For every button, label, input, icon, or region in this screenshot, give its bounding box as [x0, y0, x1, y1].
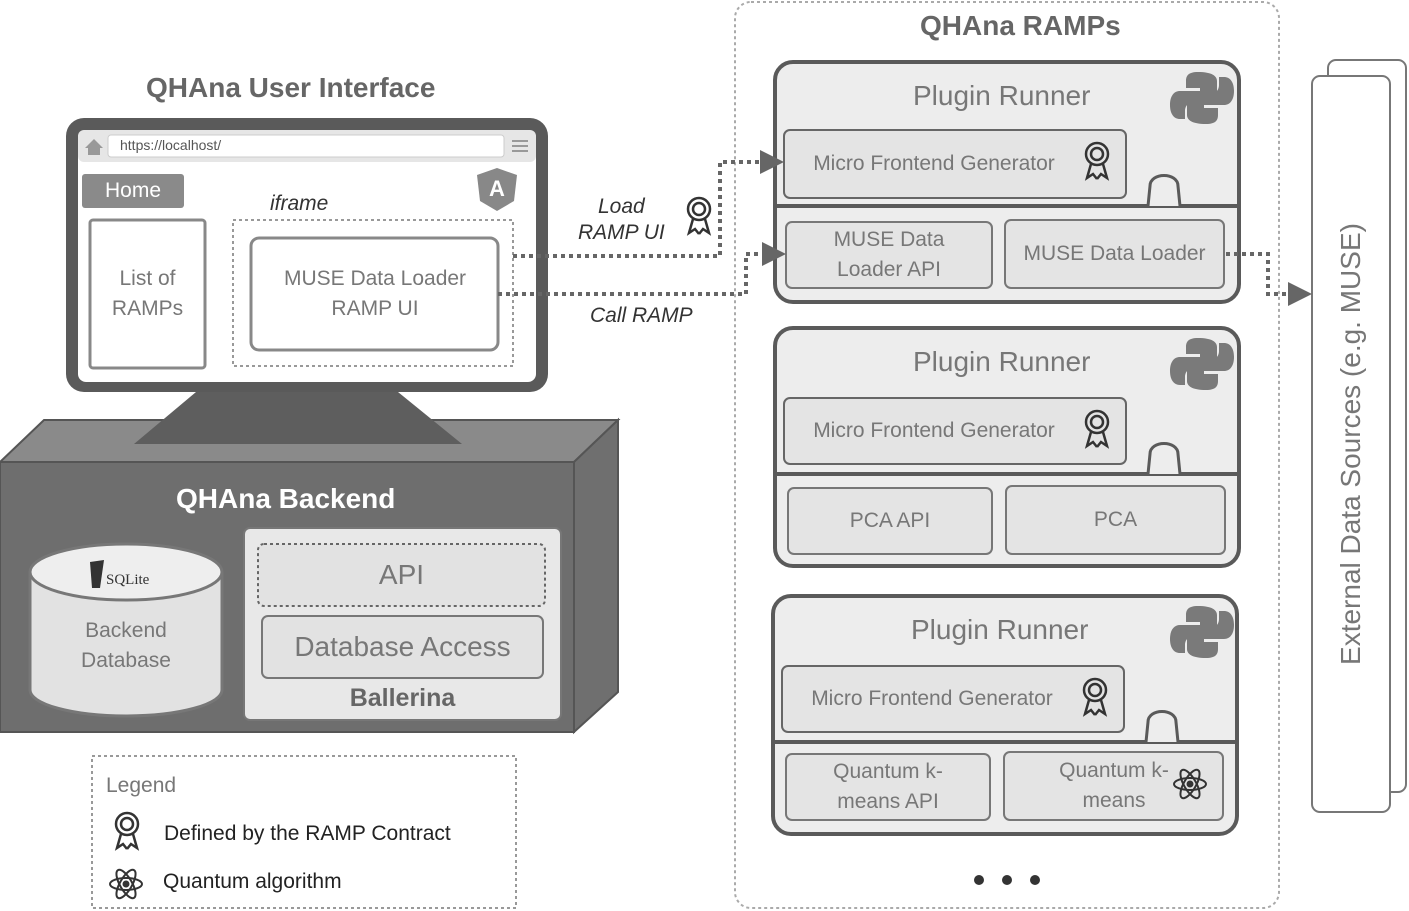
- runner-api: Quantum k-means API: [833, 760, 943, 813]
- ellipsis-dot: [974, 875, 984, 885]
- python-icon-1: [1170, 72, 1234, 124]
- api-box: API: [378, 559, 425, 590]
- ballerina-logo: Ballerina: [349, 683, 456, 712]
- database-top: [28, 542, 224, 602]
- ramp-ui-label: RAMP UI: [578, 221, 665, 244]
- python-icon-2: [1170, 338, 1234, 390]
- backend-side-face: [573, 417, 619, 735]
- home-button[interactable]: Home: [104, 179, 162, 202]
- url-field[interactable]: https://localhost/: [120, 137, 222, 153]
- runner-impl: MUSE Data Loader: [1023, 242, 1206, 265]
- home-icon: [85, 139, 103, 148]
- ribbon-icon: [114, 141, 1110, 851]
- backend-title: QHAna Backend: [176, 483, 396, 514]
- legend-box: [91, 755, 517, 909]
- frontend-generator: Micro Frontend Generator: [813, 419, 1055, 442]
- database-access-box: Database Access: [294, 631, 511, 662]
- runner-3-shape: [771, 594, 1239, 836]
- menu-icon: [512, 140, 528, 142]
- angular-logo: [477, 168, 517, 211]
- runner-api: PCA API: [849, 509, 931, 532]
- backend-database: Backend Database: [81, 619, 171, 672]
- runner-1-shape: [773, 60, 1241, 304]
- legend-title: Legend: [106, 774, 177, 797]
- external-sources-label: External Data Sources (e.g. MUSE): [1335, 223, 1366, 665]
- runner-title: Plugin Runner: [913, 80, 1091, 111]
- ellipsis-dot: [1002, 875, 1012, 885]
- ramps-title: QHAna RAMPs: [920, 10, 1121, 41]
- runner-title: Plugin Runner: [913, 346, 1091, 377]
- runner-2-shape: [773, 326, 1241, 568]
- arrow-lines: [498, 160, 1290, 296]
- runner-api: MUSE Data Loader API: [833, 228, 945, 281]
- legend-quantum: Quantum algorithm: [163, 870, 342, 893]
- monitor-stand: [134, 392, 462, 444]
- list-of-ramps[interactable]: List of RAMPs: [111, 267, 184, 320]
- external-source-front: [1311, 75, 1391, 813]
- iframe-label: iframe: [270, 192, 329, 215]
- ui-title: QHAna User Interface: [146, 72, 436, 103]
- runner-impl: PCA: [1093, 508, 1138, 531]
- ellipsis-dot: [1030, 875, 1040, 885]
- sqlite-logo: [90, 560, 104, 588]
- arrow-call-ramp: [498, 252, 766, 296]
- frontend-generator: Micro Frontend Generator: [811, 687, 1053, 710]
- sqlite-label: SQLite: [106, 572, 150, 588]
- runner-title: Plugin Runner: [911, 614, 1089, 645]
- angular-letter: A: [489, 176, 505, 201]
- frontend-generator: Micro Frontend Generator: [813, 152, 1055, 175]
- ramp-ui-frame[interactable]: MUSE Data Loader RAMP UI: [283, 267, 467, 320]
- load-label: Load: [598, 195, 645, 218]
- runner-impl: Quantum k-means: [1059, 759, 1169, 812]
- atom-icon: [109, 768, 1207, 900]
- home-button-bg: [82, 174, 184, 208]
- legend-contract: Defined by the RAMP Contract: [164, 822, 451, 845]
- python-icon-3: [1170, 606, 1234, 658]
- ramps-container: [734, 1, 1280, 909]
- call-ramp-label: Call RAMP: [590, 304, 693, 327]
- arrow-load-ramp-ui: [513, 160, 764, 258]
